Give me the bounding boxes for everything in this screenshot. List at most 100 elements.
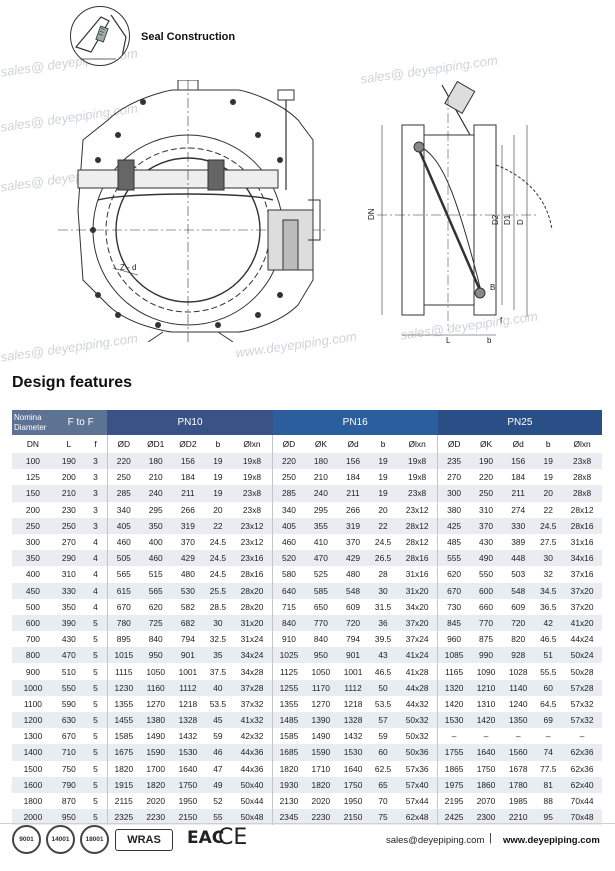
footer-email[interactable]: sales@deyepiping.com xyxy=(386,835,485,846)
table-cell: 22 xyxy=(203,517,232,534)
table-cell: 2115 xyxy=(106,792,140,810)
table-cell: 62x40 xyxy=(562,776,602,793)
table-cell: 34x28 xyxy=(231,663,273,680)
table-cell: 2230 xyxy=(304,809,337,826)
table-cell: 950 xyxy=(139,647,172,664)
table-cell: 582 xyxy=(171,598,204,615)
table-cell: 609 xyxy=(502,598,535,615)
table-cell: 525 xyxy=(304,566,337,583)
table-cell: 1590 xyxy=(139,744,172,761)
table-cell: 156 xyxy=(502,453,535,470)
table-cell: 1490 xyxy=(139,728,172,745)
table-cell: 1112 xyxy=(171,679,204,696)
table-cell: 1328 xyxy=(171,712,204,729)
table-cell: 1015 xyxy=(106,647,140,664)
table-cell: 1590 xyxy=(304,744,337,761)
table-cell: 1640 xyxy=(336,760,370,777)
table-cell: 1640 xyxy=(469,744,503,761)
table-cell: 990 xyxy=(469,647,503,664)
table-cell: 2230 xyxy=(139,809,172,826)
seal-detail-image xyxy=(70,6,130,66)
table-cell: 57x32 xyxy=(562,712,602,729)
table-cell: 1310 xyxy=(469,695,503,712)
eac-mark: EAC xyxy=(187,828,225,848)
table-cell: 350 xyxy=(53,598,84,615)
table-cell: 19 xyxy=(203,453,232,470)
table-cell: 75 xyxy=(369,809,397,826)
table-cell: 5 xyxy=(83,663,108,680)
table-cell: 840 xyxy=(272,614,305,632)
table-cell: 1530 xyxy=(437,712,470,729)
table-cell: 794 xyxy=(336,631,370,648)
table-cell: 405 xyxy=(106,517,140,534)
table-cell: 1390 xyxy=(304,712,337,729)
table-cell: 590 xyxy=(53,695,84,712)
table-cell: 100 xyxy=(12,453,54,470)
column-header: b xyxy=(534,435,563,453)
table-cell: 1930 xyxy=(272,776,305,793)
table-cell: 901 xyxy=(171,647,204,664)
table-cell: 250 xyxy=(106,469,140,486)
column-header: ØD xyxy=(272,435,305,453)
table-cell: 50x48 xyxy=(231,809,273,826)
table-cell: 1585 xyxy=(106,728,140,745)
table-cell: 60 xyxy=(369,744,397,761)
table-cell: 42 xyxy=(534,614,563,632)
table-cell: 70x48 xyxy=(562,809,602,826)
table-cell: 24.5 xyxy=(369,533,397,551)
table-cell: 720 xyxy=(336,614,370,632)
table-cell: 295 xyxy=(139,501,172,518)
table-cell: 600 xyxy=(12,614,54,632)
table-cell: 470 xyxy=(53,647,84,664)
table-cell: 46 xyxy=(203,744,232,761)
table-cell: 34.5 xyxy=(534,582,563,599)
column-header: ØD xyxy=(106,435,140,453)
table-cell: 750 xyxy=(53,760,84,777)
table-cell: 1860 xyxy=(469,776,503,793)
table-cell: 1255 xyxy=(272,679,305,696)
side-view-drawing: DN D2 D1 D B L f b xyxy=(362,55,577,345)
table-cell: 1420 xyxy=(469,712,503,729)
table-cell: 505 xyxy=(106,550,140,567)
table-cell: 156 xyxy=(336,453,370,470)
table-cell: 46.5 xyxy=(369,663,397,680)
table-cell: 31x20 xyxy=(397,582,438,599)
footer-divider xyxy=(0,823,615,824)
table-cell: 460 xyxy=(106,533,140,551)
table-cell: 5 xyxy=(83,712,108,729)
table-cell: 1820 xyxy=(272,760,305,777)
table-cell: 4 xyxy=(83,598,108,615)
table-cell: 310 xyxy=(469,501,503,518)
iso-14001-icon: 14001 xyxy=(46,825,75,854)
footer-website[interactable]: www.deyepiping.com xyxy=(503,835,600,846)
table-cell: 250 xyxy=(272,469,305,486)
table-cell: 1820 xyxy=(106,760,140,777)
table-cell: 34x16 xyxy=(562,550,602,567)
table-cell: 770 xyxy=(469,614,503,632)
table-cell: 36.5 xyxy=(534,598,563,615)
table-cell: 250 xyxy=(12,517,54,534)
table-cell: 1218 xyxy=(336,695,370,712)
table-cell: 210 xyxy=(304,469,337,486)
table-cell: 27.5 xyxy=(534,533,563,551)
table-cell: 62.5 xyxy=(369,760,397,777)
header-pn16: PN16 xyxy=(272,410,438,435)
table-cell: 59 xyxy=(203,728,232,745)
table-cell: 1432 xyxy=(171,728,204,745)
table-cell: 32.5 xyxy=(203,631,232,648)
table-cell: 57x36 xyxy=(397,760,438,777)
table-cell: 1455 xyxy=(106,712,140,729)
table-cell: 52 xyxy=(203,792,232,810)
table-cell: 28.5 xyxy=(203,598,232,615)
table-cell: 28x12 xyxy=(562,501,602,518)
column-header: DN xyxy=(12,435,54,453)
table-cell: 295 xyxy=(304,501,337,518)
table-cell: 30 xyxy=(369,582,397,599)
table-cell: 50x24 xyxy=(562,647,602,664)
